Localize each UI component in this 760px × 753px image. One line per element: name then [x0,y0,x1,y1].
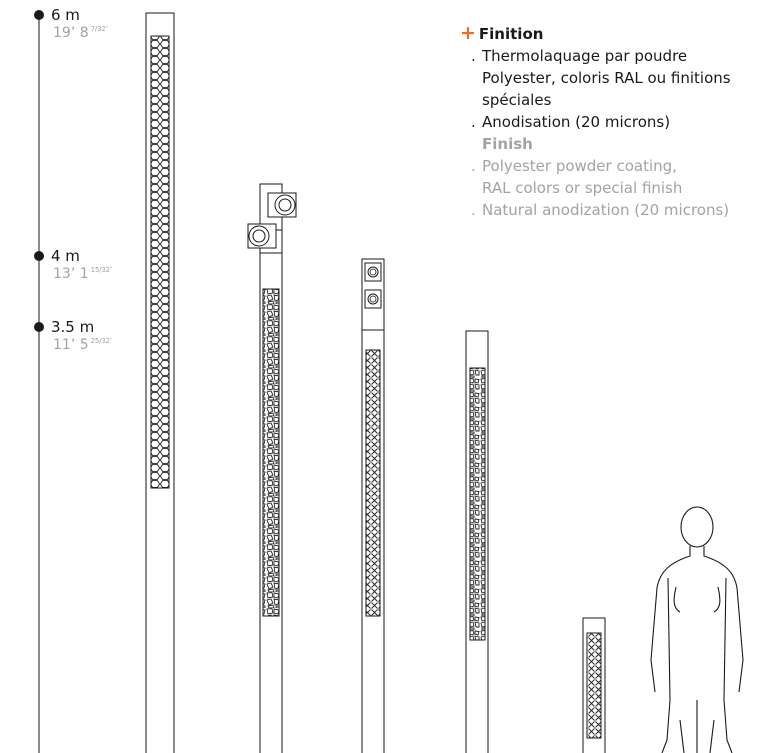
plus-icon: + [460,22,476,44]
finish-fr-item-text: Thermolaquage par poudre [482,47,688,65]
finish-fr-item-text: Polyester, coloris RAL ou finitions [482,69,731,87]
finish-fr-item: .Anodisation (20 microns) [471,113,671,131]
finish-fr-item-text: spéciales [482,91,552,109]
finish-fr-item-text: Anodisation (20 microns) [482,113,671,131]
pole-3-5m-spots-cross [361,258,385,753]
finish-en-item-text: Polyester powder coating, [482,157,677,175]
height-metric: 6 m [51,6,80,24]
finish-info: +Finition .Thermolaquage par poudre Poly… [460,22,760,221]
pole-4m-projectors-stone [247,183,297,753]
finish-en-item-text: Natural anodization (20 microns) [482,201,730,219]
height-metric: 3.5 m [51,318,95,336]
finish-fr-heading: +Finition [460,22,760,45]
height-imperial-value: 19’ 8 [53,25,89,41]
finish-en-item: RAL colors or special finish [460,177,760,199]
finish-fr-item: spéciales [460,89,760,111]
finish-fr-item: Polyester, coloris RAL ou finitions [460,67,760,89]
height-imperial-fraction: 7/32″ [90,25,109,33]
pole-bollard-stone [465,330,489,753]
height-imperial-fraction: 15/32″ [90,266,113,274]
height-metric: 4 m [51,247,80,265]
finish-en-item-text: RAL colors or special finish [482,179,683,197]
pole-short-bollard-cross [582,617,606,753]
finish-en-item: .Natural anodization (20 microns) [471,201,730,219]
finish-fr-item: .Thermolaquage par poudre [471,47,688,65]
height-marker-4m [34,251,44,261]
finish-en-title: Finish [482,135,533,153]
height-marker-3-5m [34,322,44,332]
finish-en-item: .Polyester powder coating, [471,157,677,175]
finish-fr-title: Finition [478,25,544,43]
height-imperial-fraction: 25/32″ [90,337,113,345]
height-imperial-value: 13’ 1 [53,266,89,282]
height-imperial-value: 11’ 5 [53,337,89,353]
pole-6m-hexagon [145,12,175,753]
height-marker-6m [34,10,44,20]
human-scale-figure [650,506,744,753]
